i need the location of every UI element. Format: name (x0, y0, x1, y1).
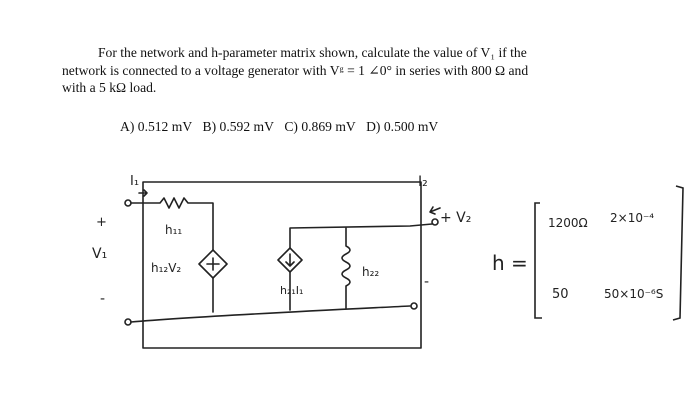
i1-arrow (138, 189, 148, 197)
matrix-name: h = (492, 251, 528, 275)
h12v2-label: h₁₂V₂ (151, 261, 181, 275)
question-line-2: network is connected to a voltage genera… (62, 62, 529, 78)
output-terminal-top (431, 218, 439, 226)
network-box (142, 181, 422, 349)
v1-label: V₁ (92, 246, 107, 262)
h22-resistor (341, 227, 351, 309)
input-terminal-bottom (124, 318, 132, 326)
i1-label: I₁ (130, 174, 139, 189)
plus-left-label: + (96, 215, 107, 230)
option-d: D) 0.500 mV (366, 119, 439, 134)
matrix-brackets (534, 185, 684, 321)
option-a: A) 0.512 mV (120, 119, 193, 134)
question-text: For the network and h-parameter matrix s… (62, 44, 632, 97)
matrix-r1c1: 1200Ω (548, 216, 588, 230)
option-c: C) 0.869 mV (284, 119, 356, 134)
output-terminal-bottom (410, 302, 418, 310)
question-line-3: with a 5 kΩ load. (62, 80, 157, 95)
matrix-r2c2: 50×10⁻⁶S (604, 287, 663, 301)
left-bracket (534, 202, 542, 319)
i2-arrow (429, 206, 441, 215)
h11-resistor (130, 197, 214, 251)
question-line-1: For the network and h-parameter matrix s… (98, 45, 527, 60)
h11-label: h₁₁ (165, 223, 182, 237)
i2-label: I₂ (418, 174, 428, 190)
top-right-wire (289, 223, 433, 249)
input-terminal-top (124, 199, 132, 207)
h22-label: h₂₂ (362, 265, 379, 279)
answer-options: A) 0.512 mV B) 0.592 mV C) 0.869 mV D) 0… (120, 119, 445, 135)
matrix-r1c2: 2×10⁻⁴ (610, 211, 654, 225)
right-bracket (672, 185, 684, 321)
option-b: B) 0.592 mV (202, 119, 274, 134)
v2-label: + V₂ (440, 210, 471, 226)
minus-right-label: - (424, 274, 429, 290)
matrix-r2c1: 50 (552, 287, 569, 302)
bottom-wire (130, 305, 411, 323)
h21i1-label: h₂₁I₁ (280, 284, 303, 297)
minus-left-label: - (100, 291, 105, 307)
